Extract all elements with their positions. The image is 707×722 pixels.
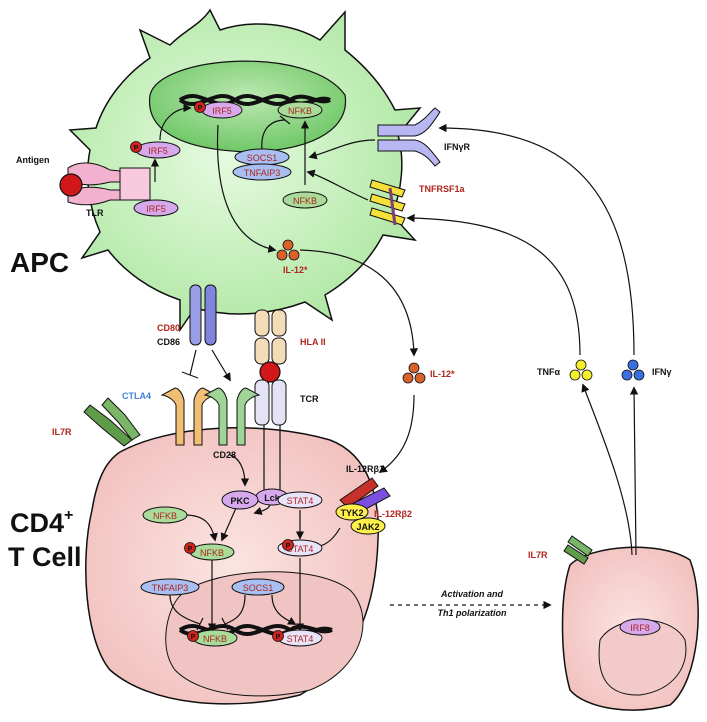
svg-text:NFKB: NFKB <box>203 634 227 644</box>
il12-mid-label: IL-12* <box>430 369 455 379</box>
ctla4-label: CTLA4 <box>122 391 151 401</box>
svg-text:P: P <box>134 145 139 152</box>
svg-text:SOCS1: SOCS1 <box>247 153 278 163</box>
svg-text:PKC: PKC <box>230 496 250 506</box>
phospho-markers: P P P P P P <box>130 101 294 642</box>
il12-dots-mid <box>402 362 426 384</box>
svg-text:SOCS1: SOCS1 <box>243 583 274 593</box>
svg-text:Lck: Lck <box>264 493 281 503</box>
ifngr-label: IFNγR <box>444 142 471 152</box>
antigen-label: Antigen <box>16 155 50 165</box>
il7r-left-receptor <box>83 397 141 447</box>
svg-text:IRF5: IRF5 <box>148 146 168 156</box>
cd28-receptor <box>203 387 261 446</box>
pill-irf5-p: IRF5 <box>135 141 181 159</box>
svg-text:P: P <box>276 634 281 641</box>
antigen-particle <box>59 173 83 197</box>
il12rb1-label: IL-12Rβ1 <box>346 464 384 474</box>
pill-irf8: IRF8 <box>619 618 661 636</box>
pill-nfkb-apc: NFKB <box>282 191 328 209</box>
svg-text:NFKB: NFKB <box>288 106 312 116</box>
ifng-label: IFNγ <box>652 367 672 377</box>
tnfa-dots <box>569 359 593 381</box>
tnfa-label: TNFα <box>537 367 560 377</box>
svg-text:JAK2: JAK2 <box>356 522 379 532</box>
pill-socs1-t: SOCS1 <box>231 578 285 596</box>
apc-nucleus <box>148 60 347 153</box>
svg-text:STAT4: STAT4 <box>287 634 314 644</box>
apc-dna-helix <box>178 93 331 107</box>
il12-apc-label: IL-12* <box>283 265 308 275</box>
pill-socs1-apc: SOCS1 <box>234 148 290 166</box>
cd80-label: CD80 <box>157 323 180 333</box>
pill-stat4-t-nuc: STAT4 <box>277 629 323 647</box>
pill-nfkb-t: NFKB <box>142 506 188 524</box>
pill-nfkb-nuc: NFKB <box>277 101 323 119</box>
ifng-dots <box>621 359 645 381</box>
svg-text:NFKB: NFKB <box>293 196 317 206</box>
tcr-receptor <box>254 379 287 495</box>
tcell-label: T Cell <box>8 542 82 572</box>
svg-text:IRF8: IRF8 <box>630 623 650 633</box>
tcell-nucleus <box>165 571 364 697</box>
svg-text:STAT4: STAT4 <box>287 496 314 506</box>
antigen-peptide <box>259 361 281 383</box>
tnfrsf1a-label: TNFRSF1a <box>419 184 466 194</box>
pill-pkc: PKC <box>221 490 259 510</box>
arrows <box>150 103 639 632</box>
il7r-right-label: IL7R <box>528 550 548 560</box>
cd80-cd86-molecule <box>189 284 217 346</box>
hla2-label: HLA II <box>300 337 326 347</box>
apc-label: APC <box>10 247 69 278</box>
hla-ii-molecule <box>254 309 287 365</box>
svg-text:TYK2: TYK2 <box>340 508 363 518</box>
cd28-label: CD28 <box>213 450 236 460</box>
pill-tnfaip3-apc: TNFAIP3 <box>232 163 292 181</box>
svg-text:P: P <box>198 105 203 112</box>
svg-text:IRF5: IRF5 <box>146 204 166 214</box>
svg-text:STAT4: STAT4 <box>287 544 314 554</box>
pill-irf5-nuc: IRF5 <box>201 101 243 119</box>
tlr-label: TLR <box>86 208 104 218</box>
ifngr-receptor <box>377 107 441 167</box>
svg-text:P: P <box>191 634 196 641</box>
cd4-label: CD4+ <box>10 507 73 538</box>
tcell <box>85 427 379 705</box>
pill-nfkb-t-nuc: NFKB <box>192 629 238 647</box>
pill-irf5: IRF5 <box>133 199 179 217</box>
svg-text:IRF5: IRF5 <box>212 106 232 116</box>
svg-text:P: P <box>188 546 193 553</box>
svg-text:TNFAIP3: TNFAIP3 <box>244 168 281 178</box>
il7r-left-label: IL7R <box>52 427 72 437</box>
activation-label-2: Th1 polarization <box>437 608 507 618</box>
pill-nfkb-t-p: NFKB <box>189 543 235 561</box>
pill-tnfaip3-t: TNFAIP3 <box>140 578 200 596</box>
activation-label-1: Activation and <box>440 589 504 599</box>
tlr-receptor <box>67 162 151 206</box>
il7r-right-receptor <box>563 535 593 565</box>
svg-text:P: P <box>286 543 291 550</box>
il12rb2-label: IL-12Rβ2 <box>374 509 412 519</box>
pill-tyk2: TYK2 <box>335 503 369 521</box>
svg-text:TNFAIP3: TNFAIP3 <box>152 583 189 593</box>
tcr-label: TCR <box>300 394 319 404</box>
pill-jak2: JAK2 <box>350 517 386 535</box>
pill-stat4: STAT4 <box>277 491 323 509</box>
tnfrsf1a-receptor <box>369 179 406 226</box>
svg-text:NFKB: NFKB <box>200 548 224 558</box>
cd86-label: CD86 <box>157 337 180 347</box>
svg-text:NFKB: NFKB <box>153 511 177 521</box>
il12-dots-apc <box>276 239 300 261</box>
